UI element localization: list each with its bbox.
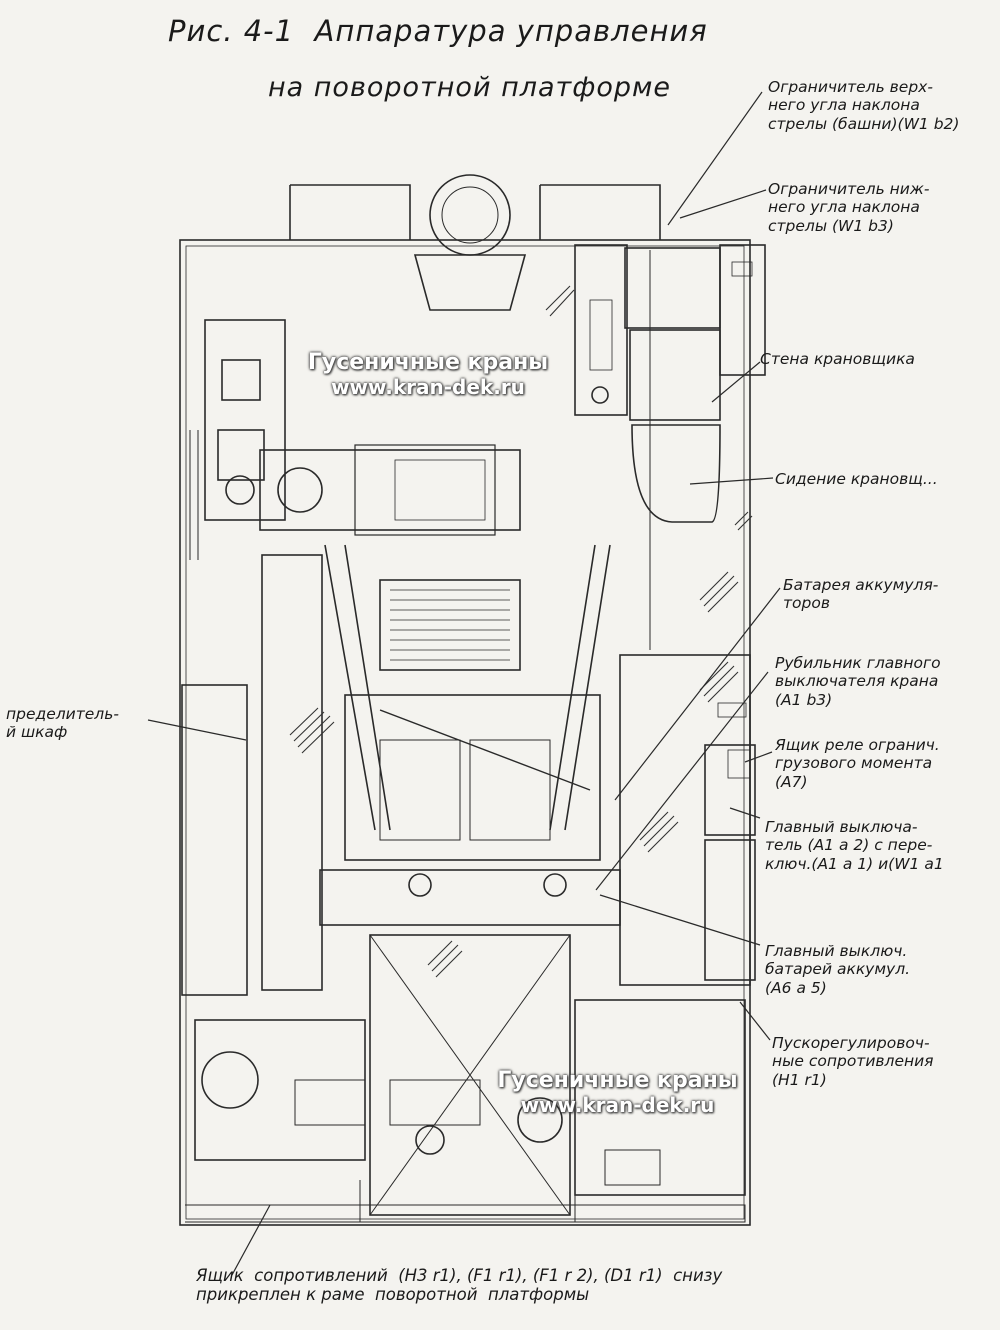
left-winch: [204, 319, 286, 521]
label-upper-limit: Ограничитель верх- него угла наклона стр…: [768, 78, 960, 133]
hatch-switch: [699, 661, 739, 703]
watermark-bottom-title: Гусеничные краны: [497, 1068, 738, 1093]
hatch-left: [289, 707, 335, 754]
watermark-bottom: Гусеничные краны www.kran-dek.ru: [485, 1068, 750, 1117]
figure-title: Рис. 4-1 Аппаратура управления: [168, 14, 708, 48]
main-drum: [379, 579, 521, 671]
operator-wall-body: [629, 329, 721, 421]
watermark-bottom-url: www.kran-dek.ru: [520, 1093, 715, 1117]
right-bay: [619, 654, 751, 986]
leader-battery: [614, 587, 781, 801]
leader-upper-limit: [667, 91, 763, 226]
label-operator-wall: Стена крановщика: [760, 350, 915, 368]
leader-relay-box: [744, 751, 773, 763]
leader-distribution-cabinet: [147, 719, 247, 741]
label-starting-resistors: Пускорегулировоч- ные сопротивления (H1 …: [772, 1034, 934, 1089]
distribution-cabinet: [181, 684, 248, 996]
label-relay-box: Ящик реле огранич. грузового момента (A7…: [775, 736, 940, 791]
hatch-center: [427, 940, 463, 978]
lower-frame: [369, 934, 571, 1216]
watermark-top-url: www.kran-dek.ru: [331, 375, 525, 399]
hatch-top: [545, 285, 575, 317]
leader-starting-resistors: [739, 1001, 771, 1041]
hoist-assembly: [344, 694, 601, 861]
leader-main-switch-knife: [595, 671, 769, 891]
operator-wall-panel: [624, 247, 721, 329]
label-lower-limit: Ограничитель ниж- него угла наклона стре…: [768, 180, 930, 235]
frame-strut-right: [549, 544, 611, 831]
cross-beam: [319, 869, 621, 926]
leader-lower-limit: [679, 189, 767, 219]
hatch-seat: [734, 511, 753, 531]
hatch-battery: [699, 571, 739, 613]
left-bay: [261, 554, 323, 991]
figure-subtitle: на поворотной платформе: [268, 72, 671, 103]
leader-resistor-box: [231, 1204, 271, 1276]
leader-operator-wall: [711, 361, 761, 403]
label-main-switch: Главный выключа- тель (A1 a 2) с пере- к…: [765, 818, 944, 873]
operator-seat: [631, 424, 721, 523]
instrument-panel: [719, 244, 766, 376]
label-battery: Батарея аккумуля- торов: [783, 576, 939, 613]
main-motor: [259, 449, 521, 531]
leader-battery-switch: [599, 894, 761, 946]
label-distribution-cabinet: пределитель- й шкаф: [6, 705, 119, 742]
leader-main-switch: [729, 807, 761, 819]
control-panel: [574, 244, 628, 416]
footnote-resistor-box: Ящик сопротивлений (H3 r1), (F1 r1), (F1…: [196, 1266, 723, 1305]
starting-resistors-unit: [574, 999, 746, 1196]
leader-operator-seat: [689, 477, 774, 485]
label-operator-seat: Сидение крановщ...: [775, 470, 938, 488]
label-battery-switch: Главный выключ. батарей аккумул. (A6 a 5…: [765, 942, 911, 997]
watermark-top: Гусеничные краны www.kran-dek.ru: [298, 350, 558, 399]
frame-strut-left: [324, 544, 391, 831]
boom-mount-right: [539, 184, 661, 240]
relay-box-unit: [704, 744, 756, 836]
boom-mount-left: [289, 184, 411, 240]
hatch-right: [639, 811, 679, 853]
resistor-box-left: [194, 1019, 366, 1161]
main-switch-unit: [704, 839, 756, 981]
label-main-switch-knife: Рубильник главного выключателя крана (A1…: [775, 654, 941, 709]
watermark-top-title: Гусеничные краны: [307, 350, 549, 375]
